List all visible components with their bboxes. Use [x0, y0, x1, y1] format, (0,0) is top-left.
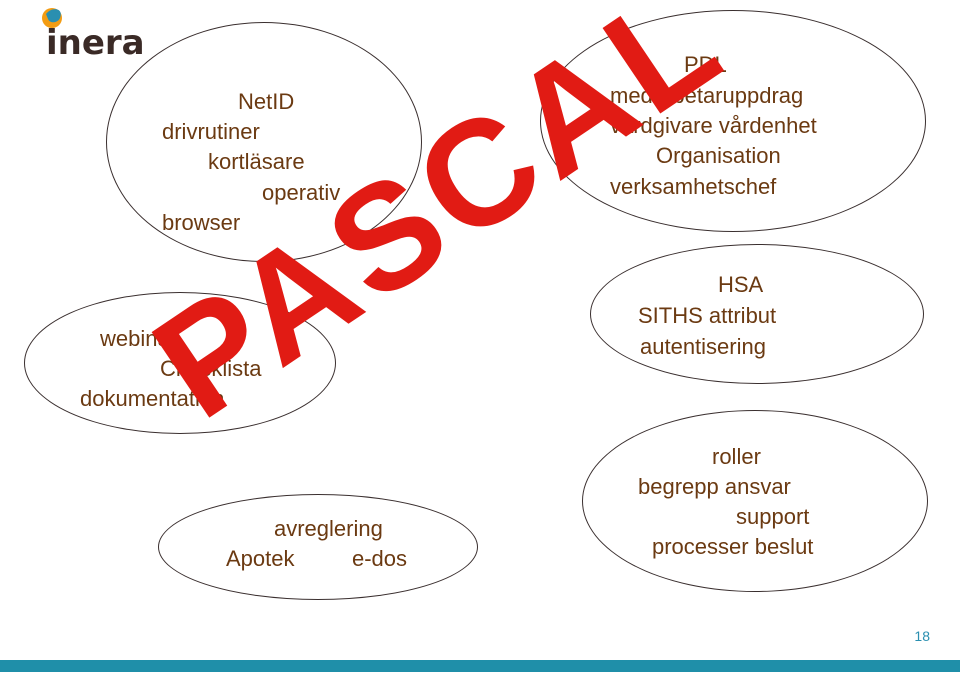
pdl-line-2: medarbetaruppdrag	[610, 83, 804, 108]
webinar-line-3: dokumentation	[80, 386, 225, 411]
ellipse-avreglering	[158, 494, 478, 600]
inera-logo: inera	[38, 4, 148, 64]
hsa-line-2: SITHS attribut	[638, 303, 777, 328]
netid-line-4: operativ	[262, 180, 341, 205]
roller-line-1: roller	[712, 444, 761, 469]
ellipse-hsa	[590, 244, 924, 384]
netid-line-5: browser	[162, 210, 241, 235]
netid-line-3: kortläsare	[208, 149, 305, 174]
pdl-line-5: verksamhetschef	[610, 174, 777, 199]
netid-line-1: NetID	[238, 89, 295, 114]
ellipse-netid	[106, 22, 422, 262]
ellipse-webinar	[24, 292, 336, 434]
hsa-line-1: HSA	[718, 272, 764, 297]
hsa-line-3: autentisering	[640, 334, 766, 359]
roller-line-2: begrepp ansvar	[638, 474, 791, 499]
netid-line-2: drivrutiner	[162, 119, 260, 144]
avreglering-line-2b: e-dos	[352, 546, 408, 571]
avreglering-line-1: avreglering	[274, 516, 383, 541]
logo-wordmark: inera	[46, 23, 145, 63]
page-number: 18	[914, 628, 930, 644]
avreglering-line-2a: Apotek	[226, 546, 295, 571]
webinar-line-2: Checklista	[160, 356, 262, 381]
inera-logo-mark-icon	[42, 8, 62, 28]
pdl-line-3: vårdgivare vårdenhet	[610, 113, 817, 138]
ellipse-roller	[582, 410, 928, 592]
pdl-line-4: Organisation	[656, 143, 781, 168]
webinar-line-1: webinar	[100, 326, 178, 351]
roller-line-3: support	[736, 504, 810, 529]
pdl-line-1: PDL	[684, 52, 727, 77]
bottom-bar	[0, 660, 960, 672]
roller-line-4: processer beslut	[652, 534, 814, 559]
ellipse-pdl	[540, 10, 926, 232]
